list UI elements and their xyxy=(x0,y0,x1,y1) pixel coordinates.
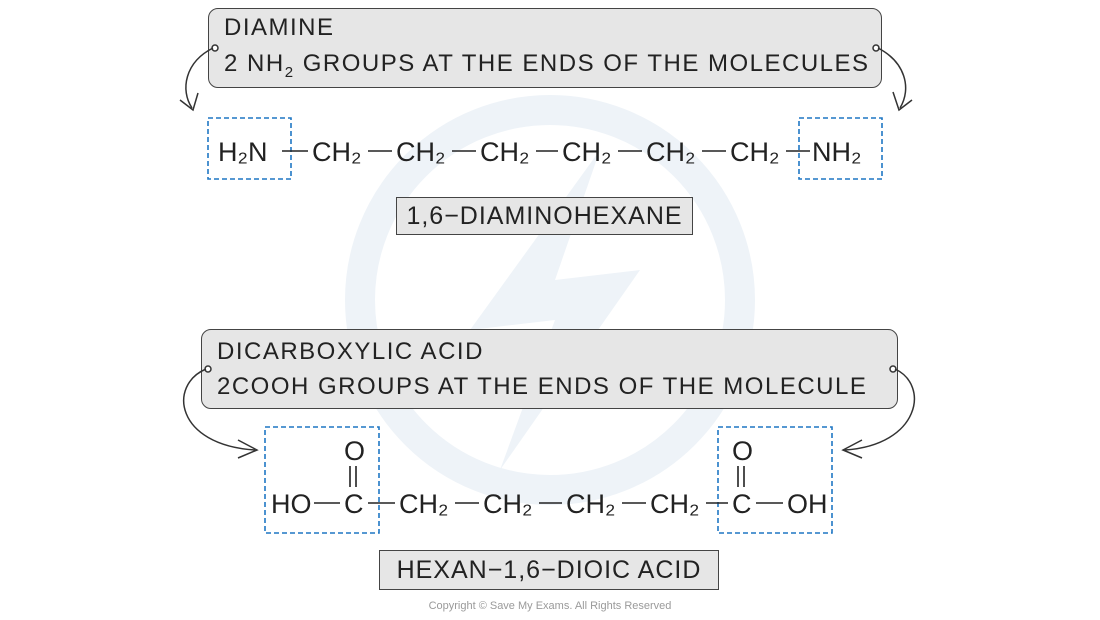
amine-group-right: NH₂ xyxy=(812,137,861,167)
diamine-description: 2 NH2 GROUPS AT THE ENDS OF THE MOLECULE… xyxy=(224,50,870,81)
chain-unit: CH₂ xyxy=(650,489,699,519)
oxygen-right: O xyxy=(732,436,753,466)
oxygen-left: O xyxy=(344,436,365,466)
arrowhead-left-icon xyxy=(237,439,259,459)
chain-unit: CH₂ xyxy=(480,137,529,167)
amine-highlight-box-left xyxy=(207,117,292,180)
carboxyl-highlight-box-left xyxy=(264,426,380,534)
chain-unit: CH₂ xyxy=(483,489,532,519)
diacid-description: 2COOH GROUPS AT THE ENDS OF THE MOLECULE xyxy=(217,373,868,400)
chain-unit: CH₂ xyxy=(646,137,695,167)
double-bond-lines xyxy=(349,466,745,487)
chain-unit: CH₂ xyxy=(562,137,611,167)
hydroxyl-left: HO xyxy=(271,489,312,519)
diamine-name-label: 1,6−DIAMINOHEXANE xyxy=(396,197,693,235)
diacid-name-label: HEXAN−1,6−DIOIC ACID xyxy=(379,550,719,590)
chain-unit: CH₂ xyxy=(399,489,448,519)
chain-unit: CH₂ xyxy=(312,137,361,167)
amine-highlight-box-right xyxy=(798,117,883,180)
chain-unit: CH₂ xyxy=(566,489,615,519)
carbon-right: C xyxy=(732,489,752,519)
arrowhead-right-icon xyxy=(892,91,913,112)
diamine-callout xyxy=(208,8,882,88)
carbon-left: C xyxy=(344,489,364,519)
diacid-callout xyxy=(201,329,898,409)
diamine-heading: DIAMINE xyxy=(224,14,335,41)
copyright-notice: Copyright © Save My Exams. All Rights Re… xyxy=(428,600,672,612)
amine-group-left: H₂N xyxy=(218,137,267,167)
diacid-heading: DICARBOXYLIC ACID xyxy=(217,338,484,365)
arrowhead-right-icon xyxy=(841,439,863,459)
chain-unit: CH₂ xyxy=(730,137,779,167)
arrowhead-left-icon xyxy=(179,92,199,112)
hydroxyl-right: OH xyxy=(787,489,828,519)
carboxyl-highlight-box-right xyxy=(717,426,833,534)
chain-unit: CH₂ xyxy=(396,137,445,167)
